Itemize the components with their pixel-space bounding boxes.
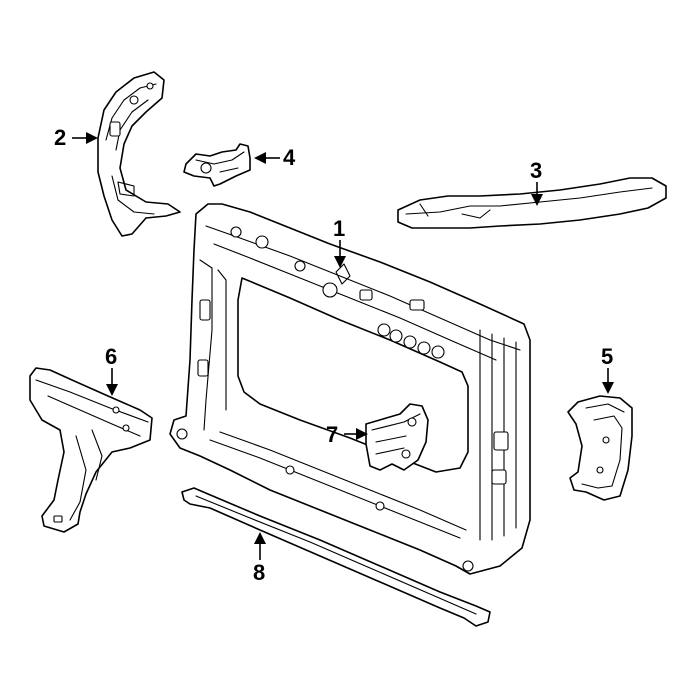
callout-5: 5 <box>601 344 614 394</box>
part-4-small-bracket <box>183 143 251 187</box>
callout-5-label: 5 <box>601 344 613 369</box>
part-1-radiator-support <box>169 203 531 575</box>
part-5-right-bracket <box>567 395 633 501</box>
part-6-left-bracket <box>29 367 153 533</box>
callout-6-label: 6 <box>105 344 117 369</box>
callout-3: 3 <box>530 158 543 206</box>
part-2-upper-bracket <box>97 71 181 237</box>
callout-1-label: 1 <box>333 216 345 241</box>
part-3-upper-bar <box>397 177 667 229</box>
callout-8-label: 8 <box>253 560 265 585</box>
callout-8: 8 <box>253 532 266 585</box>
part-8-lower-tie-bar <box>181 487 491 627</box>
callout-4-label: 4 <box>283 145 296 170</box>
part-7-center-plate <box>365 403 429 471</box>
callout-7: 7 <box>326 422 368 447</box>
callout-1: 1 <box>333 216 346 268</box>
callout-2-label: 2 <box>54 125 66 150</box>
callout-4: 4 <box>254 145 296 170</box>
callout-6: 6 <box>105 344 118 396</box>
callout-3-label: 3 <box>530 158 542 183</box>
callout-2: 2 <box>54 125 98 150</box>
callout-7-label: 7 <box>326 422 338 447</box>
